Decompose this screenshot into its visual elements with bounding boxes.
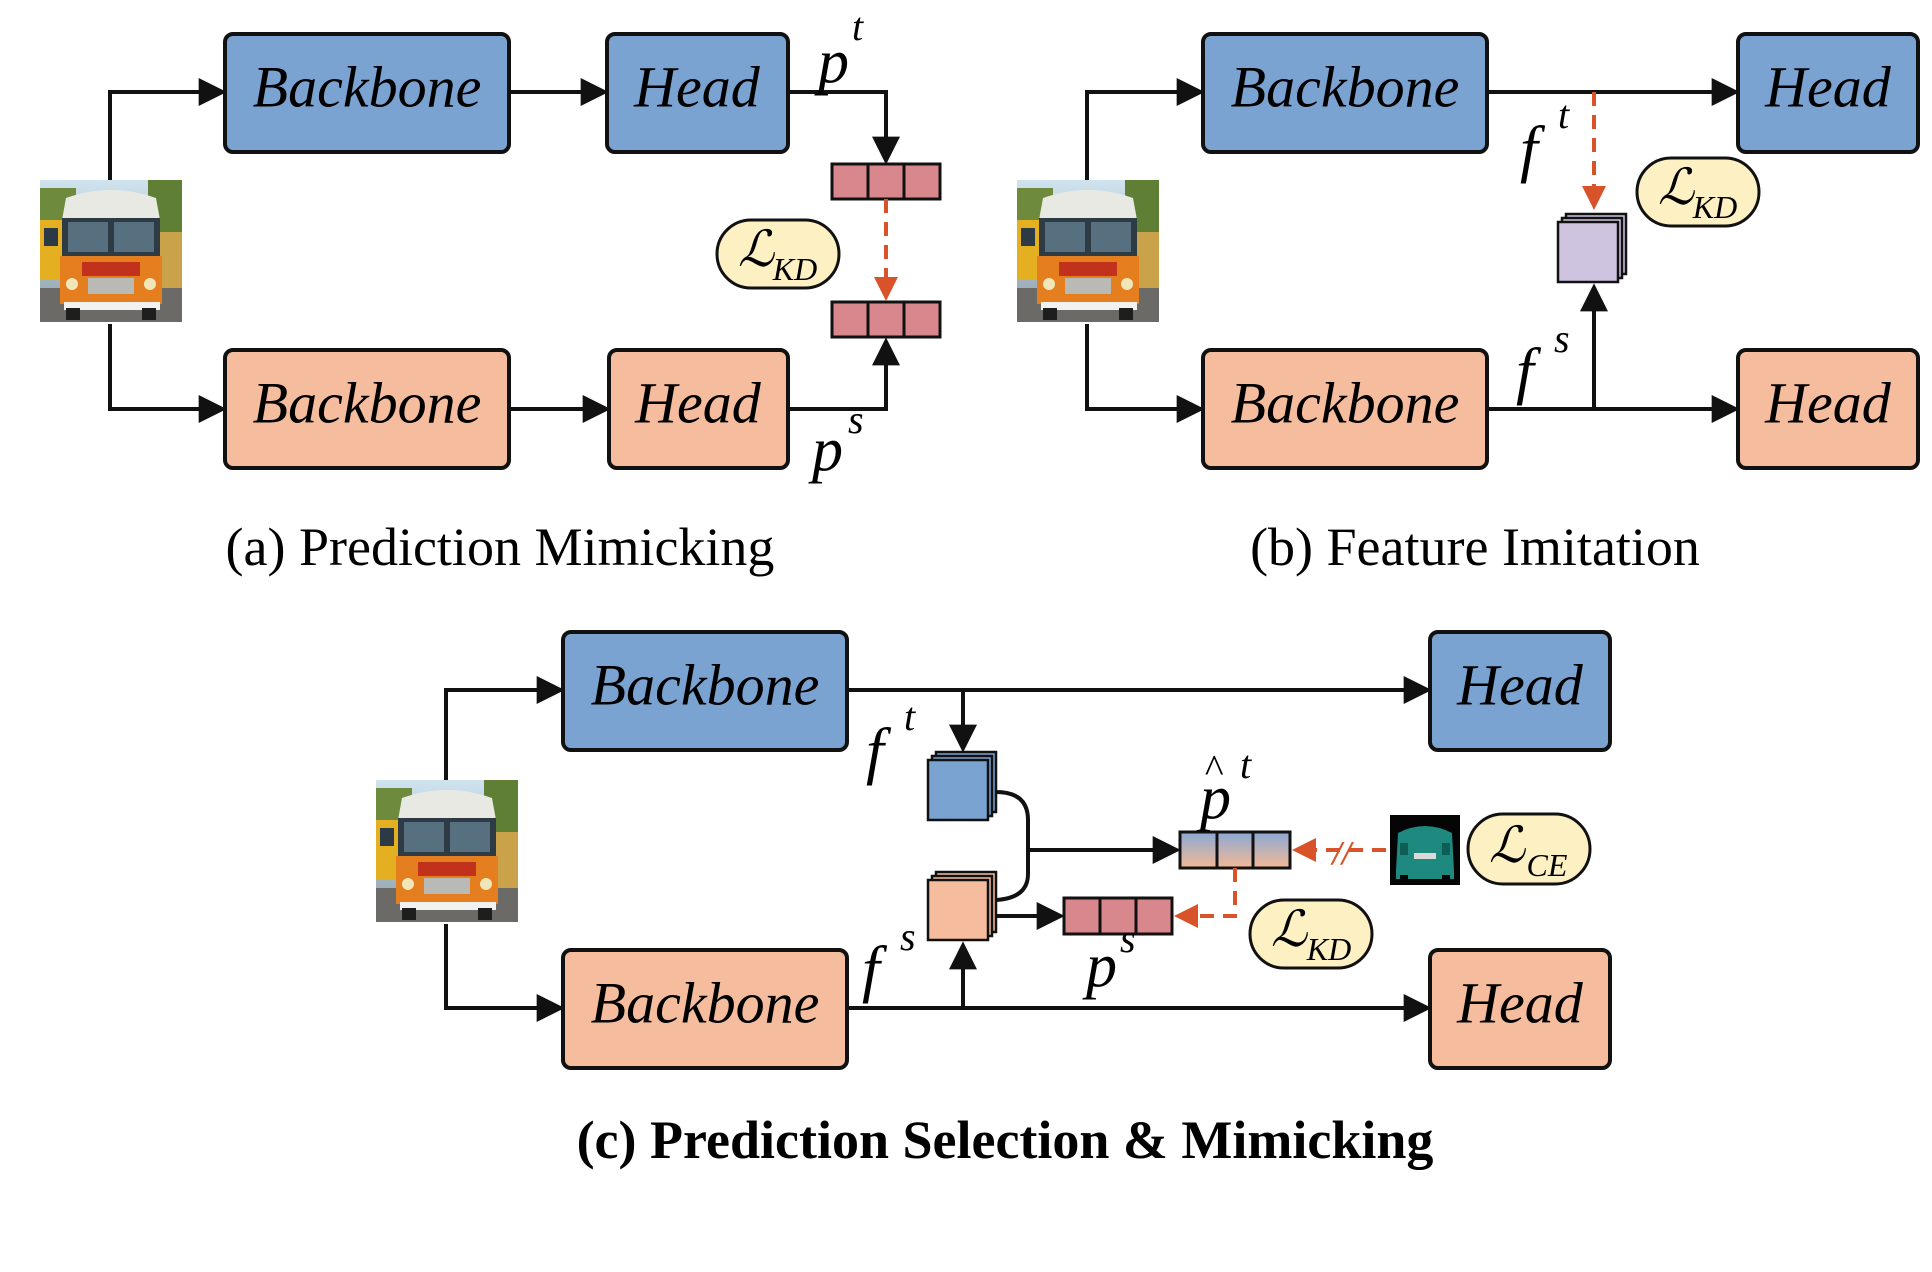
student-backbone-a-label: Backbone: [253, 370, 482, 435]
panel-c: Backbone Head Backbone Head: [376, 630, 1612, 1170]
label-p-s-c-sup: s: [1120, 916, 1136, 961]
student-head-b-label: Head: [1764, 370, 1892, 435]
label-f-t-c-sup: t: [904, 694, 916, 739]
label-p-s-a: p: [808, 416, 843, 484]
arrow-input-to-student-a: [108, 324, 227, 423]
svg-text:KD: KD: [772, 251, 817, 287]
label-p-hat-t-c-sup: t: [1240, 742, 1252, 787]
label-f-s-b: f: [1516, 335, 1542, 406]
arrow-input-to-student-c: [444, 924, 565, 1022]
arrow-input-to-student-b: [1085, 324, 1205, 423]
panel-a: Backbone Head Backbone Head ℒ KD: [40, 4, 942, 577]
feature-map-stack-b: [1556, 212, 1628, 284]
svg-text:CE: CE: [1527, 847, 1568, 883]
label-p-t-a-sup: t: [852, 4, 864, 49]
teacher-backbone-b-label: Backbone: [1231, 54, 1460, 119]
student-feature-stack-c: [926, 870, 998, 942]
teacher-backbone-a-label: Backbone: [253, 54, 482, 119]
svg-text:ℒ: ℒ: [1658, 159, 1695, 215]
label-p-t-a: p: [814, 28, 849, 96]
arrow-input-to-teacher-a: [108, 78, 227, 180]
arrow-input-to-teacher-c: [444, 676, 565, 780]
caption-b: (b) Feature Imitation: [1250, 517, 1700, 577]
ground-truth-mask-c: [1390, 815, 1460, 885]
teacher-head-b-label: Head: [1764, 54, 1892, 119]
caption-c: (c) Prediction Selection & Mimicking: [577, 1110, 1434, 1170]
kd-loss-bubble-c: ℒ KD: [1248, 898, 1374, 970]
label-f-s-c: f: [862, 933, 888, 1004]
svg-text:ℒ: ℒ: [738, 221, 775, 277]
student-head-c: [1428, 948, 1612, 1070]
teacher-head-a-label: Head: [633, 54, 761, 119]
student-backbone-c-label: Backbone: [591, 970, 820, 1035]
arrow-input-to-teacher-b: [1085, 78, 1205, 180]
arrow-student-head-to-pred-a: [788, 337, 900, 411]
teacher-prediction-a: [830, 162, 942, 201]
student-prediction-c: [1062, 896, 1174, 936]
input-image-b: [1017, 180, 1159, 322]
label-f-s-b-sup: s: [1554, 316, 1570, 361]
student-backbone-b-label: Backbone: [1231, 370, 1460, 435]
label-f-t-c: f: [866, 715, 892, 786]
teacher-head-c-label: Head: [1456, 652, 1584, 717]
input-image-c: [376, 780, 518, 922]
student-head-b: [1736, 348, 1920, 470]
label-p-s-a-sup: s: [848, 397, 864, 442]
label-f-t-b: f: [1520, 113, 1546, 184]
teacher-feature-stack-c: [926, 750, 998, 822]
panel-b: Backbone Head Backbone Head f t f s ℒ KD…: [1017, 32, 1920, 577]
svg-text:KD: KD: [1692, 189, 1737, 225]
label-p-hat-t-c: p: [1196, 764, 1231, 832]
label-p-s-c: p: [1082, 932, 1117, 1000]
student-head-a-label: Head: [634, 370, 762, 435]
ce-loss-bubble-c: ℒ CE: [1466, 812, 1592, 886]
input-image-a: [40, 180, 182, 322]
label-p-hat-accent: ^: [1204, 746, 1224, 791]
student-prediction-a: [830, 300, 942, 339]
svg-text:ℒ: ℒ: [1489, 817, 1526, 873]
label-f-t-b-sup: t: [1558, 92, 1570, 137]
teacher-head-c: [1428, 630, 1612, 752]
kd-loss-bubble-b: ℒ KD: [1635, 156, 1761, 228]
stop-gradient-icon: //: [1330, 835, 1355, 872]
teacher-head-b: [1736, 32, 1920, 154]
selected-teacher-prediction-c: [1178, 830, 1292, 870]
svg-text:ℒ: ℒ: [1271, 901, 1308, 957]
selector-connector-c: [995, 790, 1030, 902]
teacher-backbone-c-label: Backbone: [591, 652, 820, 717]
caption-a: (a) Prediction Mimicking: [226, 517, 775, 577]
kd-arrow-c: [1174, 868, 1237, 928]
arrow-teacher-head-to-pred-a: [788, 90, 900, 165]
student-head-c-label: Head: [1456, 970, 1584, 1035]
svg-text:KD: KD: [1306, 931, 1351, 967]
label-f-s-c-sup: s: [900, 914, 916, 959]
kd-loss-bubble-a: ℒ KD: [715, 218, 841, 290]
